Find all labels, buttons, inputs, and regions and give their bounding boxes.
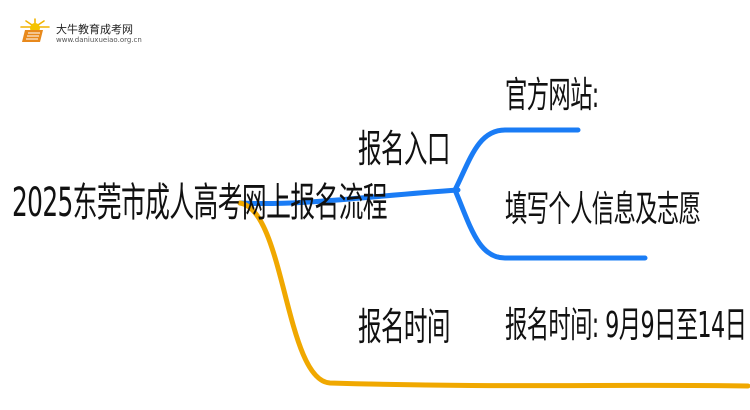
site-logo	[17, 18, 53, 44]
connector-fill-info	[452, 187, 648, 261]
connector-time	[237, 200, 750, 389]
site-url: www.daniuxueiao.org.cn	[56, 36, 142, 44]
leaf-fill-info: 填写个人信息及志愿	[505, 189, 701, 230]
leaf-official-site: 官方网站:	[505, 75, 599, 116]
branch-entry: 报名入口	[358, 127, 450, 171]
site-name: 大牛教育成考网	[56, 23, 133, 36]
connector-official-site	[452, 127, 581, 193]
mindmap-root: 2025东莞市成人高考网上报名流程	[12, 180, 388, 226]
branch-time: 报名时间	[358, 305, 450, 349]
leaf-registration-time: 报名时间: 9月9日至14日	[505, 305, 747, 346]
connector-entry	[237, 187, 461, 207]
